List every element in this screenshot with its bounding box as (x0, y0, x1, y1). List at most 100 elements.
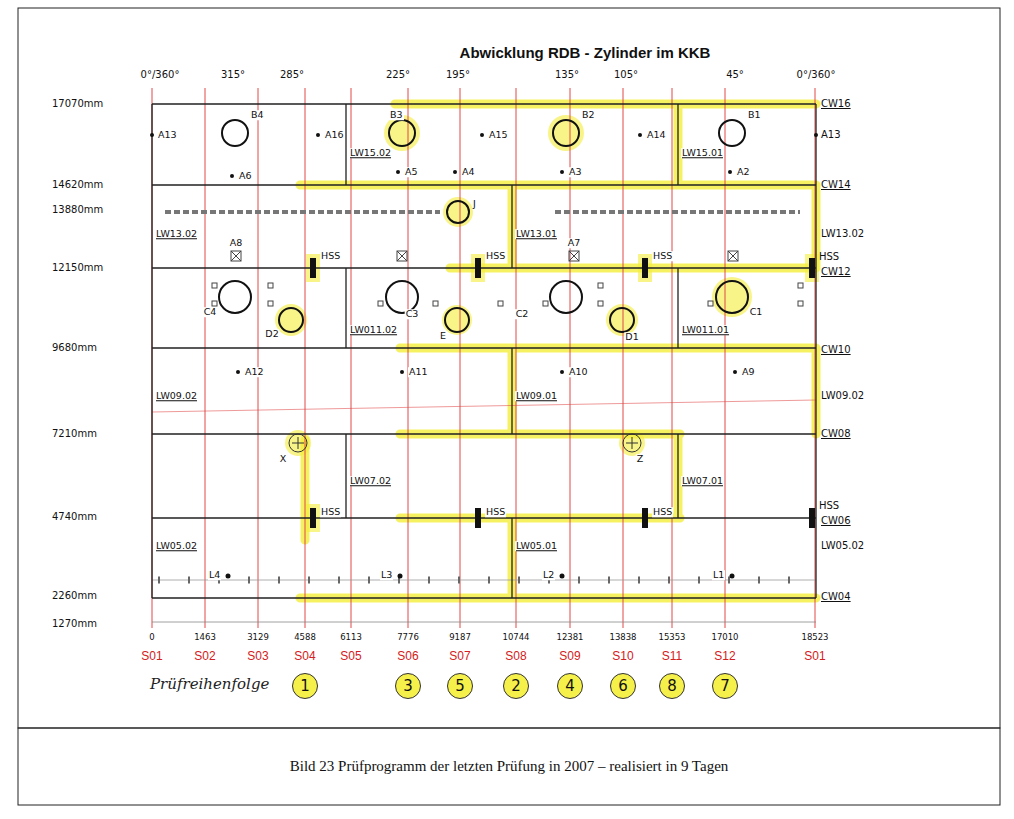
drawing-label: 12150mm (52, 263, 103, 273)
drawing-label: A7 (567, 238, 582, 248)
sequence-number: 5 (455, 679, 465, 694)
drawing-label: CW16 (821, 99, 851, 109)
drawing-label: A14 (646, 130, 667, 140)
drawing-label: HSS (819, 252, 839, 262)
drawing-label: 13838 (609, 633, 636, 642)
drawing-label: S08 (505, 650, 526, 662)
drawing-label: A15 (488, 130, 509, 140)
drawing-label: 0°/360° (141, 70, 180, 80)
drawing-label: LW05.01 (515, 541, 558, 551)
drawing-label: L2 (542, 570, 555, 580)
drawing-label: CW08 (821, 429, 851, 439)
drawing-label: LW13.02 (821, 229, 864, 239)
drawing-label: D2 (264, 329, 279, 339)
drawing-label: B1 (747, 110, 762, 120)
drawing-label: 45° (726, 70, 744, 80)
drawing-label: 3129 (247, 633, 269, 642)
drawing-label: LW09.01 (515, 391, 558, 401)
drawing-label: A6 (238, 171, 253, 181)
drawing-label: 13880mm (52, 205, 103, 215)
drawing-label: 6113 (340, 633, 362, 642)
drawing-label: C1 (749, 307, 764, 317)
drawing-label: LW09.02 (155, 391, 198, 401)
drawing-label: 9680mm (52, 343, 97, 353)
drawing-label: J (472, 199, 477, 209)
drawing-label: LW011.01 (681, 325, 730, 335)
drawing-label: HSS (652, 507, 673, 517)
drawing-label: A11 (408, 367, 429, 377)
drawing-label: HSS (320, 507, 341, 517)
drawing-label: CW12 (821, 267, 851, 277)
drawing-label: S10 (612, 650, 633, 662)
drawing-label: A9 (741, 367, 756, 377)
sequence-circle: 2 (503, 673, 529, 699)
drawing-label: A8 (229, 238, 244, 248)
figure-caption: Bild 23 Prüfprogramm der letzten Prüfung… (290, 759, 729, 774)
drawing-label: 7776 (397, 633, 419, 642)
drawing-label: S09 (559, 650, 580, 662)
drawing-label: LW09.02 (821, 391, 864, 401)
drawing-label: S11 (662, 650, 682, 662)
drawing-label: 1463 (194, 633, 216, 642)
drawing-label: 14620mm (52, 180, 103, 190)
drawing-label: A13 (157, 130, 178, 140)
drawing-label: LW05.02 (821, 541, 864, 551)
drawing-label: 105° (614, 70, 638, 80)
sequence-circle: 4 (557, 673, 583, 699)
sequence-circle: 8 (659, 673, 685, 699)
drawing-label: S06 (397, 650, 418, 662)
drawing-label: Prüfreihenfolge (150, 677, 269, 692)
sequence-number: 8 (667, 679, 677, 694)
drawing-label: 135° (555, 70, 579, 80)
sequence-number: 6 (618, 679, 628, 694)
drawing-label: S01 (804, 650, 825, 662)
drawing-label: HSS (485, 251, 506, 261)
drawing-label: LW13.01 (515, 229, 558, 239)
drawing-label: HSS (819, 501, 839, 511)
drawing-label: LW05.02 (155, 541, 198, 551)
drawing-label: 195° (446, 70, 470, 80)
drawing-label: C4 (203, 307, 218, 317)
drawing-label: 285° (280, 70, 304, 80)
drawing-label: S05 (340, 650, 361, 662)
drawing-label: X (279, 454, 288, 464)
drawing-label: L4 (208, 570, 221, 580)
drawing-label: S03 (247, 650, 268, 662)
drawing-label: 4588 (294, 633, 316, 642)
drawing-label: L1 (712, 570, 725, 580)
drawing-label: B3 (389, 110, 404, 120)
drawing-label: 4740mm (52, 512, 97, 522)
sequence-circle: 3 (395, 673, 421, 699)
drawing-label: B2 (581, 110, 596, 120)
drawing-label: 17070mm (52, 99, 103, 109)
drawing-label: Z (636, 454, 645, 464)
sequence-number: 2 (511, 679, 521, 694)
drawing-label: 12381 (556, 633, 583, 642)
drawing-label: 2260mm (52, 591, 97, 601)
drawing-label: LW13.02 (155, 229, 198, 239)
diagram-title: Abwicklung RDB - Zylinder im KKB (460, 45, 711, 60)
sequence-circle: 5 (447, 673, 473, 699)
drawing-label: LW07.01 (681, 476, 724, 486)
drawing-label: 315° (221, 70, 245, 80)
sequence-number: 3 (403, 679, 413, 694)
drawing-label: A16 (324, 130, 345, 140)
drawing-label: 7210mm (52, 429, 97, 439)
drawing-label: A13 (821, 130, 841, 140)
sequence-number: 4 (565, 679, 575, 694)
drawing-label: D1 (624, 332, 639, 342)
sequence-number: 1 (300, 679, 310, 694)
drawing-label: CW06 (821, 516, 851, 526)
drawing-label: CW14 (821, 180, 851, 190)
drawing-label: S01 (141, 650, 162, 662)
drawing-label: HSS (320, 251, 341, 261)
drawing-label: CW10 (821, 345, 851, 355)
drawing-label: 9187 (449, 633, 471, 642)
drawing-label: 15353 (658, 633, 685, 642)
drawing-label: 18523 (801, 633, 828, 642)
sequence-circle: 6 (610, 673, 636, 699)
drawing-label: A10 (568, 367, 589, 377)
drawing-label: L3 (380, 570, 393, 580)
drawing-label: CW04 (821, 592, 851, 602)
